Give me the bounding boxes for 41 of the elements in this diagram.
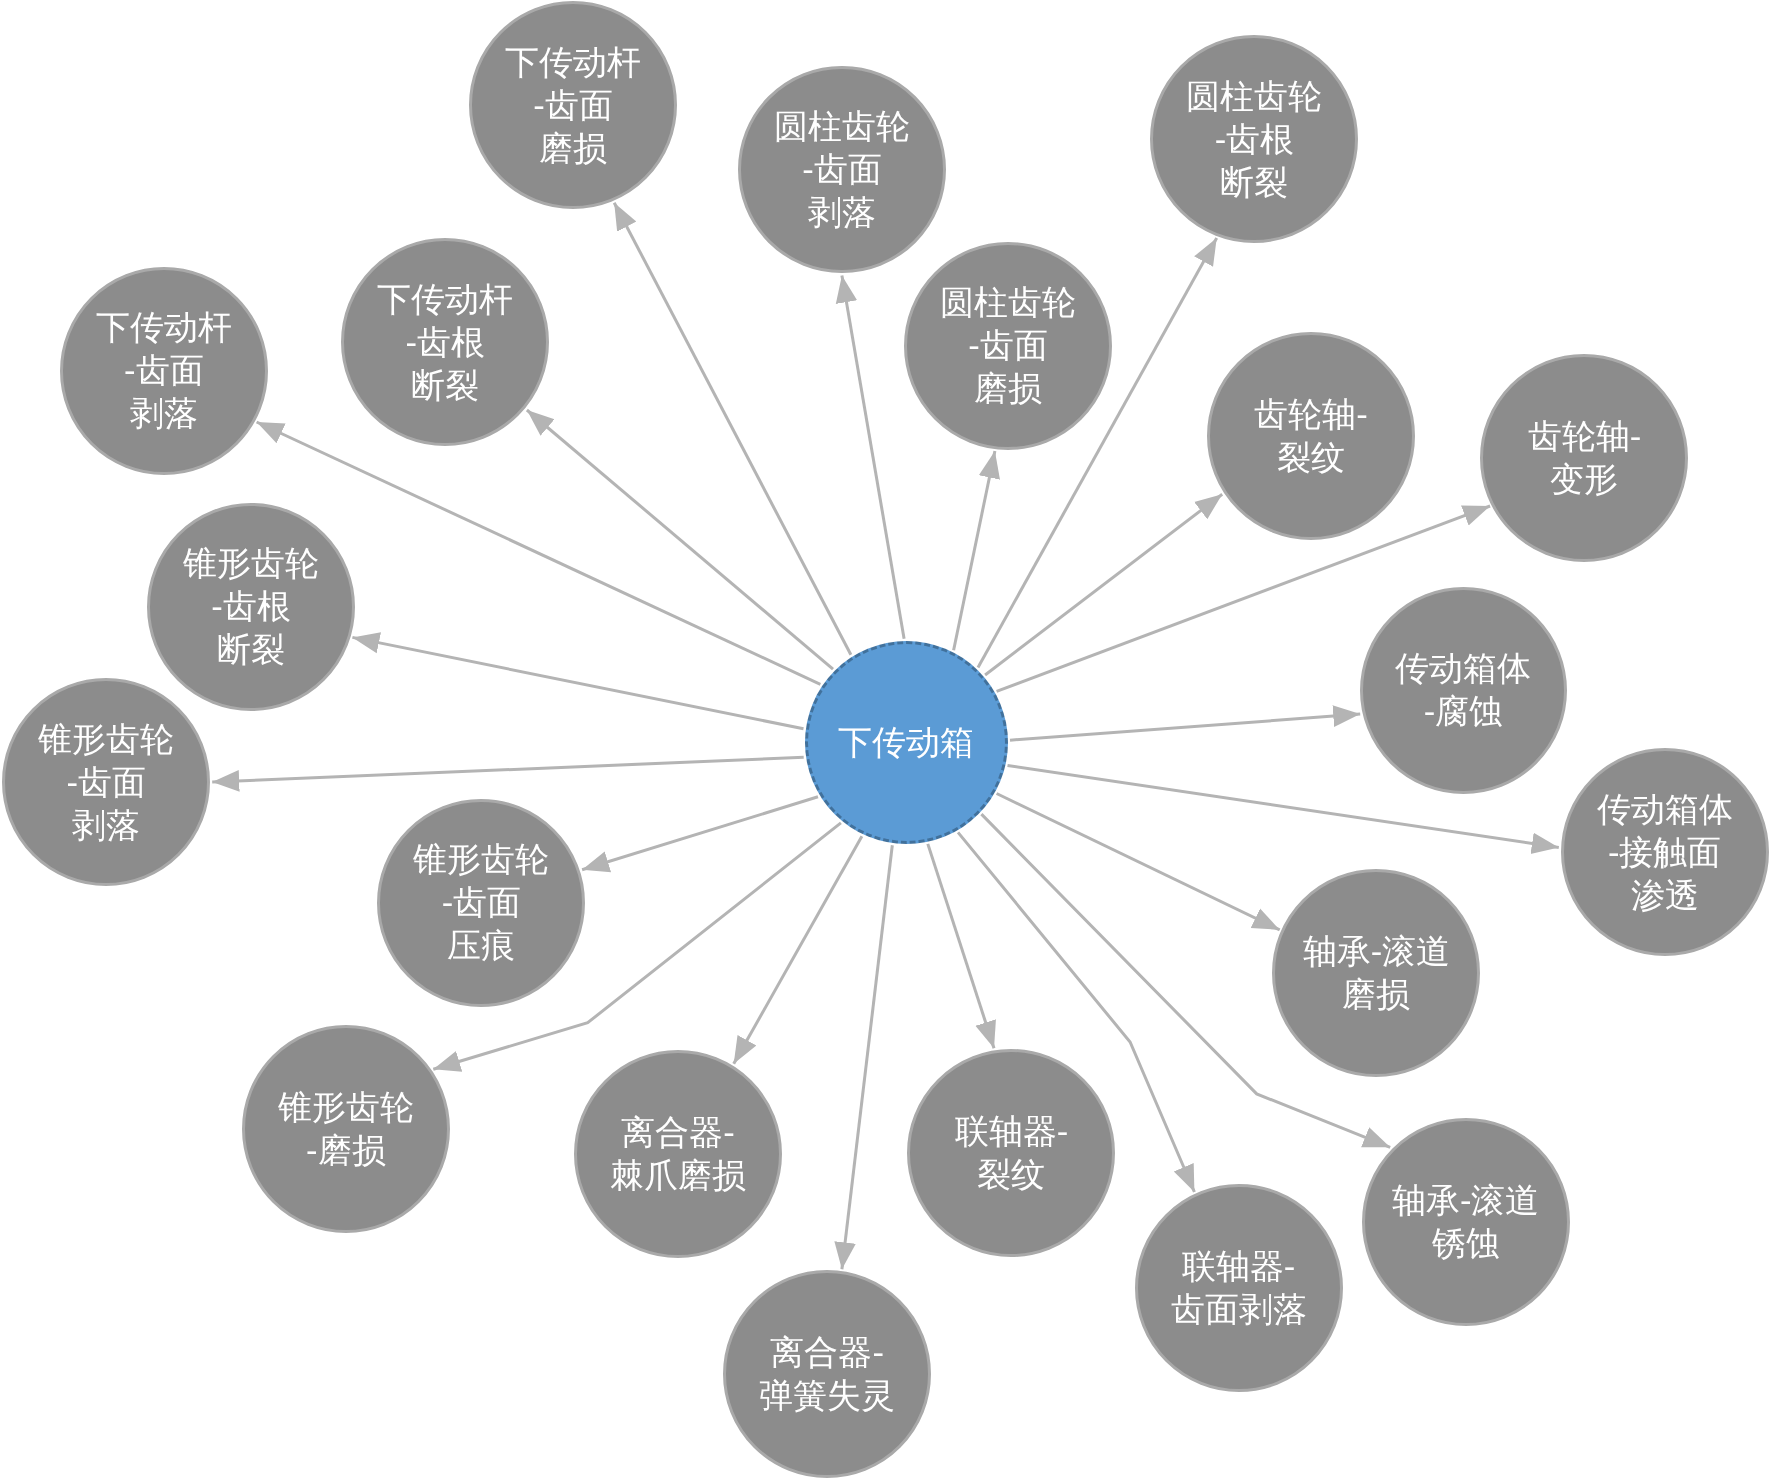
node-label: 轴承-滚道锈蚀 xyxy=(1392,1178,1540,1265)
node-label: 离合器-棘爪磨损 xyxy=(610,1110,747,1197)
node-label: 齿轮轴-变形 xyxy=(1527,414,1642,501)
arrow xyxy=(612,202,853,656)
arrow xyxy=(995,792,1281,932)
node-label: 锥形齿轮-齿根断裂 xyxy=(182,542,319,672)
arrow xyxy=(525,408,834,671)
node-label: 联轴器-齿面剥落 xyxy=(1170,1245,1307,1332)
node-label: 下传动杆-齿面剥落 xyxy=(95,306,232,436)
node-label: 圆柱齿轮-齿面剥落 xyxy=(773,105,910,234)
arrow xyxy=(834,845,894,1270)
arrow xyxy=(732,835,864,1065)
arrow xyxy=(1007,764,1560,855)
node-label: 传动箱体-腐蚀 xyxy=(1395,647,1532,734)
arrow xyxy=(952,450,1000,651)
arrow xyxy=(255,420,822,686)
arrow xyxy=(980,813,1391,1149)
arrow xyxy=(581,795,819,873)
node-label: 锥形齿轮-磨损 xyxy=(277,1085,414,1172)
arrow xyxy=(352,632,804,731)
node-label: 齿轮轴-裂纹 xyxy=(1254,393,1368,480)
node-label: 锥形齿轮-齿面剥落 xyxy=(38,717,175,847)
node-label: 传动箱体-接触面渗透 xyxy=(1596,787,1733,917)
node-label: 轴承-滚道磨损 xyxy=(1302,930,1451,1016)
arrow xyxy=(976,237,1218,669)
arrow xyxy=(432,821,842,1072)
arrow xyxy=(956,831,1196,1193)
arrow xyxy=(984,493,1224,677)
node-label: 圆柱齿轮-齿面磨损 xyxy=(940,281,1077,411)
node-label: 离合器-弹簧失灵 xyxy=(759,1331,896,1418)
arrow xyxy=(1009,705,1361,742)
node-label: 下传动箱 xyxy=(838,720,975,764)
node-label: 下传动杆-齿根断裂 xyxy=(377,277,514,407)
node-label: 联轴器-裂纹 xyxy=(954,1109,1069,1196)
arrow xyxy=(926,843,996,1049)
arrow xyxy=(212,755,804,792)
node-label: 锥形齿轮-齿面压痕 xyxy=(413,838,550,968)
node-label: 下传动杆-齿面磨损 xyxy=(504,40,641,170)
arrow xyxy=(835,275,906,640)
node-label: 圆柱齿轮-齿根断裂 xyxy=(1186,74,1323,204)
arrow xyxy=(996,504,1491,693)
